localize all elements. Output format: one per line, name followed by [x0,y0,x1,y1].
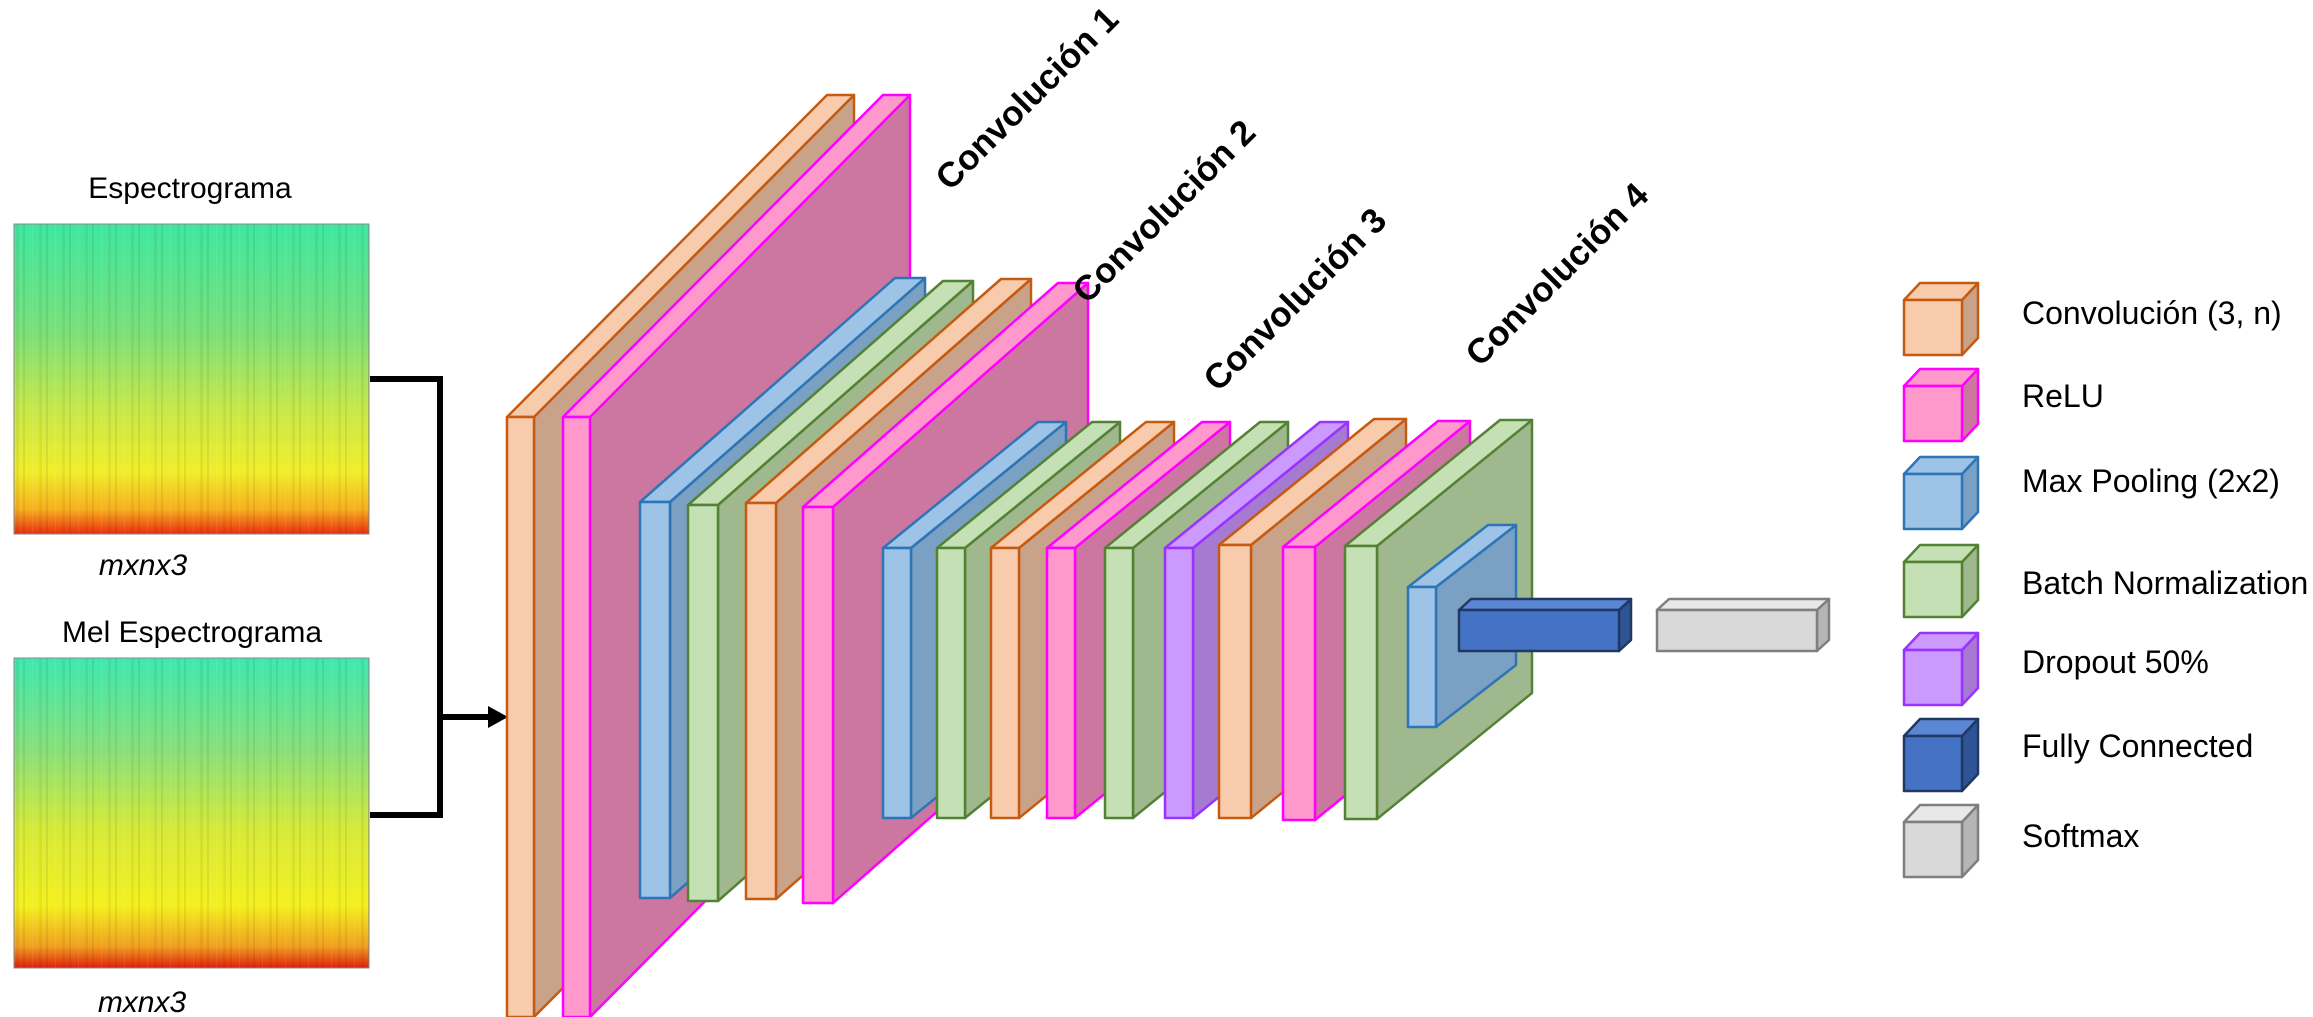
legend-label-relu: ReLU [2022,378,2104,414]
input-merge-arrow [370,376,508,818]
legend-icon-fully-connected [1902,717,1980,793]
legend-icon-dropout [1902,631,1980,707]
conv-block-2-label: Convolución 2 [1065,113,1263,311]
mel-spectrogram-title: Mel Espectrograma [62,616,322,649]
spectrogram-title: Espectrograma [88,172,292,205]
mel-spectrogram-image [13,657,370,969]
spectrogram-dims: mxnx3 [99,549,188,582]
legend-label-max-pooling: Max Pooling (2x2) [2022,463,2280,499]
legend-icon-convolution [1902,281,1980,357]
layer-stack [505,93,1831,1017]
legend: Convolución (3, n) ReLU Max Pooling (2x2… [1902,281,2308,879]
layer-fc [1457,597,1633,653]
layer-softmax [1655,597,1831,653]
legend-label-fully-connected: Fully Connected [2022,728,2253,764]
conv-block-1-label: Convolución 1 [928,0,1126,198]
legend-label-dropout: Dropout 50% [2022,644,2209,680]
legend-icon-batch-norm [1902,543,1980,619]
mel-spectrogram-dims: mxnx3 [98,986,187,1017]
legend-label-softmax: Softmax [2022,818,2139,854]
conv-block-3-label: Convolución 3 [1196,201,1394,399]
legend-icon-max-pooling [1902,455,1980,531]
legend-label-convolution: Convolución (3, n) [2022,295,2282,331]
legend-label-batch-normalization: Batch Normalization [2022,565,2308,601]
conv-block-4-label: Convolución 4 [1458,175,1656,373]
spectrogram-image [13,223,370,535]
legend-icon-softmax [1902,803,1980,879]
legend-icon-relu [1902,367,1980,443]
